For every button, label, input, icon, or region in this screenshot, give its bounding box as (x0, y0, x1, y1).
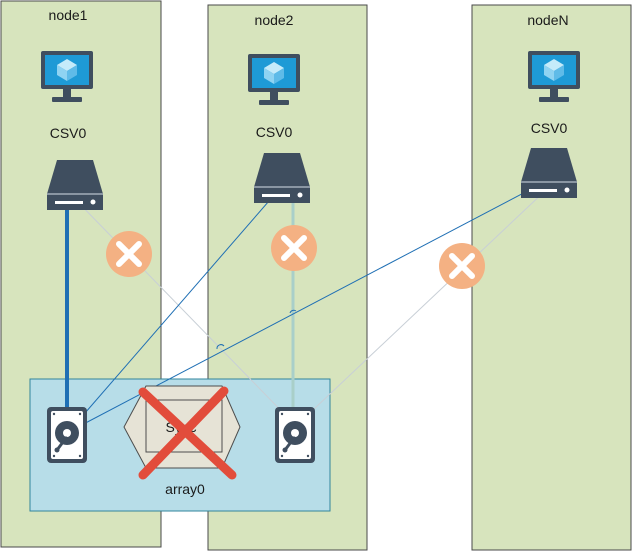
error-x-icon (271, 225, 317, 271)
csv-drive-icon (254, 153, 310, 203)
hard-disk-icon (46, 406, 88, 464)
noden-label: nodeN (527, 12, 568, 28)
node2-label: node2 (255, 12, 294, 28)
node2-csv-label: CSV0 (256, 124, 293, 140)
hard-disk-icon (274, 406, 316, 464)
csv-drive-icon (521, 148, 577, 198)
node1-csv-label: CSV0 (50, 125, 87, 141)
array-label: array0 (165, 481, 205, 497)
csv-drive-icon (47, 160, 103, 210)
active-link-node2-disk1 (71, 185, 283, 429)
node1-label: node1 (49, 7, 88, 23)
error-x-icon (439, 243, 485, 289)
error-x-icon (106, 231, 152, 277)
noden-csv-label: CSV0 (531, 120, 568, 136)
failed-link-node1-disk2 (71, 195, 297, 427)
line-jump-2 (289, 309, 297, 314)
cross-out-icon (138, 386, 237, 480)
line-jump-1 (216, 344, 225, 350)
failed-link-noden-disk2 (295, 189, 547, 427)
